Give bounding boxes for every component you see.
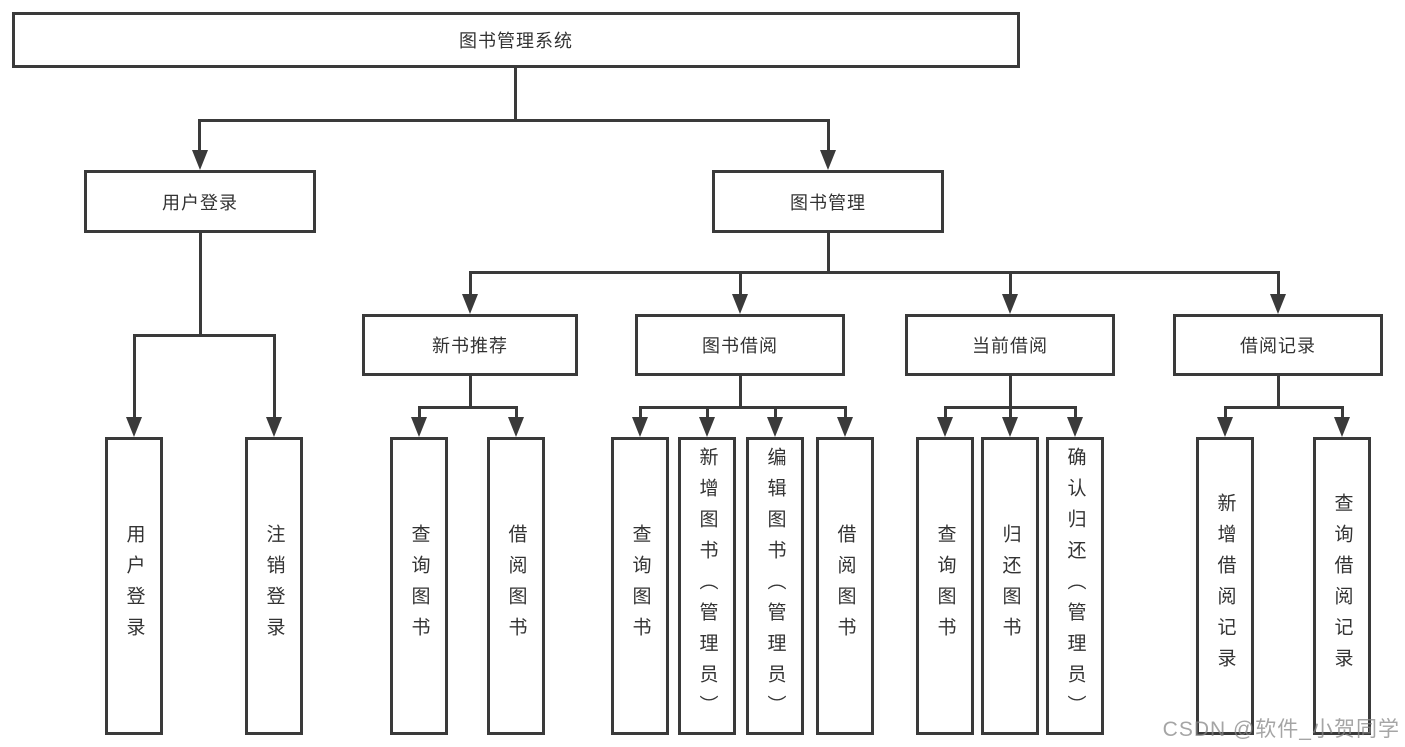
connector-bookmgmt-arm-2: [739, 271, 742, 295]
connector-userlogin-arrowhead-1: [126, 417, 142, 437]
leaf-user-login: 用户登录: [105, 437, 163, 735]
node-book-borrow-label: 图书借阅: [702, 336, 778, 356]
connector-bookborrow-arrowhead-3: [767, 417, 783, 437]
connector-borrowrecords-arrowhead-1: [1217, 417, 1233, 437]
connector-bookmgmt-arrowhead-2: [732, 294, 748, 314]
connector-bookborrow-stem: [739, 376, 742, 409]
node-book-borrow: 图书借阅: [635, 314, 845, 376]
connector-root-arrowhead-left: [192, 150, 208, 170]
node-current-borrow: 当前借阅: [905, 314, 1115, 376]
leaf-cb-confirm-return-label: 确认归还（管理员）: [1064, 446, 1086, 726]
connector-bookborrow-arm-1: [639, 406, 642, 418]
node-user-login-label: 用户登录: [162, 192, 238, 213]
node-book-mgmt-label: 图书管理: [790, 192, 866, 213]
connector-borrowrecords-stem: [1277, 376, 1280, 409]
connector-currentborrow-arrowhead-1: [937, 417, 953, 437]
connector-bookborrow-bar: [639, 406, 847, 409]
node-user-login: 用户登录: [84, 170, 316, 233]
leaf-user-login-label: 用户登录: [123, 524, 145, 648]
connector-currentborrow-stem: [1009, 376, 1012, 409]
leaf-cb-confirm-return: 确认归还（管理员）: [1046, 437, 1104, 735]
leaf-logout-label: 注销登录: [263, 524, 285, 648]
leaf-nb-borrow-books-label: 借阅图书: [505, 524, 527, 648]
leaf-cb-return-books-label: 归还图书: [999, 524, 1021, 648]
connector-newbooks-bar: [418, 406, 518, 409]
leaf-nb-query-books-label: 查询图书: [408, 524, 430, 648]
node-book-mgmt: 图书管理: [712, 170, 944, 233]
leaf-nb-borrow-books: 借阅图书: [487, 437, 545, 735]
connector-userlogin-arrowhead-2: [266, 417, 282, 437]
node-new-books: 新书推荐: [362, 314, 578, 376]
leaf-bb-query-books-label: 查询图书: [629, 524, 651, 648]
connector-currentborrow-arm-1: [944, 406, 947, 418]
connector-bookborrow-arrowhead-1: [632, 417, 648, 437]
connector-root-arm-left: [198, 119, 201, 151]
connector-bookmgmt-arrowhead-1: [462, 294, 478, 314]
connector-userlogin-stem: [199, 233, 202, 336]
node-root-label: 图书管理系统: [459, 31, 573, 51]
leaf-nb-query-books: 查询图书: [390, 437, 448, 735]
connector-bookborrow-arrowhead-2: [699, 417, 715, 437]
leaf-bb-borrow-books-label: 借阅图书: [834, 524, 856, 648]
leaf-br-add-record-label: 新增借阅记录: [1214, 493, 1236, 679]
connector-root-bar: [198, 119, 830, 122]
connector-bookmgmt-bar: [469, 271, 1280, 274]
connector-newbooks-arm-2: [515, 406, 518, 418]
node-borrow-records-label: 借阅记录: [1240, 336, 1316, 356]
leaf-br-query-record-label: 查询借阅记录: [1331, 493, 1353, 679]
leaf-bb-borrow-books: 借阅图书: [816, 437, 874, 735]
connector-currentborrow-arrowhead-2: [1002, 417, 1018, 437]
connector-userlogin-bar: [133, 334, 276, 337]
connector-bookmgmt-arm-4: [1277, 271, 1280, 295]
leaf-bb-add-books-label: 新增图书（管理员）: [696, 446, 718, 726]
node-borrow-records: 借阅记录: [1173, 314, 1383, 376]
connector-borrowrecords-arm-1: [1224, 406, 1227, 418]
connector-bookmgmt-arm-1: [469, 271, 472, 295]
connector-root-arm-right: [827, 119, 830, 151]
connector-userlogin-arm-2: [273, 334, 276, 418]
connector-bookborrow-arrowhead-4: [837, 417, 853, 437]
connector-borrowrecords-bar: [1224, 406, 1343, 409]
connector-borrowrecords-arrowhead-2: [1334, 417, 1350, 437]
leaf-cb-query-books-label: 查询图书: [934, 524, 956, 648]
leaf-bb-edit-books: 编辑图书（管理员）: [746, 437, 804, 735]
connector-root-arrowhead-right: [820, 150, 836, 170]
connector-userlogin-arm-1: [133, 334, 136, 418]
connector-newbooks-arrowhead-1: [411, 417, 427, 437]
connector-bookmgmt-arrowhead-3: [1002, 294, 1018, 314]
leaf-bb-query-books: 查询图书: [611, 437, 669, 735]
leaf-br-add-record: 新增借阅记录: [1196, 437, 1254, 735]
connector-bookborrow-arm-2: [706, 406, 709, 418]
connector-newbooks-arrowhead-2: [508, 417, 524, 437]
connector-currentborrow-arm-2: [1009, 406, 1012, 418]
leaf-cb-return-books: 归还图书: [981, 437, 1039, 735]
leaf-bb-add-books: 新增图书（管理员）: [678, 437, 736, 735]
connector-newbooks-arm-1: [418, 406, 421, 418]
connector-borrowrecords-arm-2: [1341, 406, 1344, 418]
leaf-br-query-record: 查询借阅记录: [1313, 437, 1371, 735]
connector-bookmgmt-arrowhead-4: [1270, 294, 1286, 314]
leaf-cb-query-books: 查询图书: [916, 437, 974, 735]
node-current-borrow-label: 当前借阅: [972, 336, 1048, 356]
connector-newbooks-stem: [469, 376, 472, 409]
node-root: 图书管理系统: [12, 12, 1020, 68]
csdn-watermark: CSDN @软件_小贺同学: [1162, 718, 1400, 741]
connector-bookborrow-arm-3: [774, 406, 777, 418]
connector-root-stem: [514, 68, 517, 121]
leaf-bb-edit-books-label: 编辑图书（管理员）: [764, 446, 786, 726]
leaf-logout: 注销登录: [245, 437, 303, 735]
connector-bookmgmt-arm-3: [1009, 271, 1012, 295]
connector-currentborrow-arrowhead-3: [1067, 417, 1083, 437]
connector-bookborrow-arm-4: [844, 406, 847, 418]
connector-bookmgmt-stem: [827, 233, 830, 274]
node-new-books-label: 新书推荐: [432, 336, 508, 356]
connector-currentborrow-arm-3: [1074, 406, 1077, 418]
